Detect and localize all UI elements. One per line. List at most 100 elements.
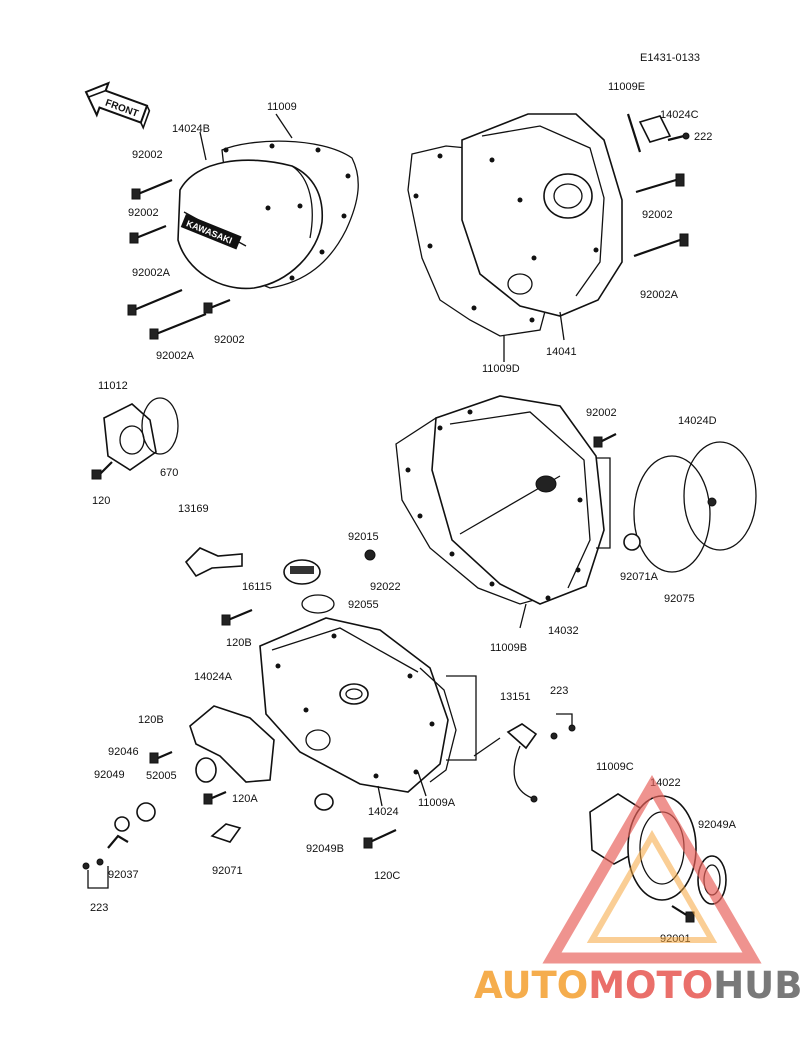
engine-cover-group [82, 547, 477, 889]
label-14024: 14024 [368, 806, 399, 818]
label-11009E: 11009E [608, 81, 645, 93]
label-11012: 11012 [98, 380, 128, 392]
label-120: 120 [92, 495, 110, 507]
seal-92049B [314, 793, 334, 811]
clutch-cover-group [364, 395, 757, 629]
bolt-120B-b [149, 750, 173, 764]
bolt-120B-a [221, 608, 253, 626]
screw-223-a [82, 858, 104, 870]
bearing-cap-11012 [103, 403, 157, 471]
bracket-13169 [184, 547, 243, 578]
label-92055: 92055 [348, 599, 379, 611]
seal-92046 [195, 757, 217, 783]
bolt-92002A-b [149, 312, 207, 340]
gasket-11009A [419, 667, 457, 783]
cap-14024C [638, 115, 672, 143]
label-92002A-2: 92002A [156, 350, 195, 362]
label-92002A-3: 92002A [640, 289, 679, 301]
label-92002-1: 92002 [132, 149, 163, 161]
screw-222 [667, 132, 690, 142]
gasket-11009E [626, 113, 642, 153]
label-11009C: 11009C [596, 761, 634, 773]
bolt-120 [91, 461, 113, 480]
sensor-13151 [506, 723, 538, 750]
label-670: 670 [160, 467, 178, 479]
bolt-92002-d [635, 173, 685, 194]
sensor-group [473, 713, 576, 803]
label-92002A-1: 92002A [132, 267, 171, 279]
label-92049: 92049 [94, 769, 125, 781]
label-92037: 92037 [108, 869, 139, 881]
sprocket-cover [461, 113, 623, 317]
label-14024B: 14024B [172, 123, 210, 135]
label-92002-2: 92002 [128, 207, 159, 219]
label-92002-4: 92002 [642, 209, 673, 221]
bolt-92002-b [129, 224, 167, 244]
label-120A: 120A [232, 793, 258, 805]
label-223-1: 223 [90, 902, 108, 914]
label-92075: 92075 [664, 593, 695, 605]
label-92071A: 92071A [620, 571, 659, 583]
generator-cover [177, 159, 324, 290]
label-120C: 120C [374, 870, 400, 882]
label-11009: 11009 [267, 101, 297, 113]
label-11009D: 11009D [482, 363, 520, 375]
watermark-moto: MOTO [588, 964, 713, 1007]
label-92071: 92071 [212, 865, 243, 877]
part-labels: 11009 14024B 92002 92002 92002A 92002 92… [90, 81, 737, 945]
bearing-cap-group [91, 397, 179, 480]
bolt-92002A-a [127, 288, 183, 316]
clip-92037 [107, 834, 129, 849]
label-92022: 92022 [370, 581, 401, 593]
plate-14024A [189, 705, 275, 783]
cap-14024D [683, 441, 757, 551]
label-92002-3: 92002 [214, 334, 245, 346]
bolt-120C [363, 829, 397, 849]
screw-223-b [550, 724, 576, 740]
label-120B-1: 120B [226, 637, 252, 649]
o-ring-92075 [633, 455, 711, 573]
gasket-11009 [221, 140, 359, 289]
o-ring-92055 [301, 594, 335, 614]
seal-52005 [136, 802, 156, 822]
label-13169: 13169 [178, 503, 209, 515]
watermark-hub: HUB [713, 964, 800, 1007]
bolt-120A [203, 790, 227, 805]
label-11009B: 11009B [490, 642, 527, 654]
bolt-92002A-c [633, 233, 689, 258]
label-120B-2: 120B [138, 714, 164, 726]
label-14041: 14041 [546, 346, 577, 358]
front-arrow-icon: FRONT [84, 81, 151, 130]
label-14032: 14032 [548, 625, 579, 637]
seal-92049 [114, 816, 130, 832]
generator-cover-group: KAWASAKI [127, 113, 359, 340]
washer-92022 [364, 549, 376, 561]
o-ring-670 [141, 397, 179, 455]
label-92002-5: 92002 [586, 407, 617, 419]
watermark-logo: AUTOMOTOHUB [474, 775, 800, 1007]
label-14024D: 14024D [678, 415, 717, 427]
bolt-92002-a [131, 178, 173, 200]
label-52005: 52005 [146, 770, 177, 782]
label-14024C: 14024C [660, 109, 699, 121]
label-223-2: 223 [550, 685, 568, 697]
label-92046: 92046 [108, 746, 139, 758]
bolt-92001 [671, 905, 695, 923]
label-92015: 92015 [348, 531, 379, 543]
watermark-text: AUTOMOTOHUB [474, 964, 800, 1007]
label-14024A: 14024A [194, 671, 233, 683]
sprocket-cover-group [407, 113, 690, 362]
clip-92071 [210, 823, 242, 843]
diagram-code: E1431-0133 [640, 52, 700, 64]
engine-cover [259, 617, 449, 793]
bolt-92002-c [203, 298, 231, 314]
bushing-92071A [623, 533, 641, 551]
label-222: 222 [694, 131, 712, 143]
label-16115: 16115 [242, 581, 272, 593]
label-92049A: 92049A [698, 819, 737, 831]
bolt-92002-e [593, 433, 617, 448]
label-92049B: 92049B [306, 843, 344, 855]
watermark-auto: AUTO [474, 964, 588, 1007]
label-13151: 13151 [500, 691, 531, 703]
